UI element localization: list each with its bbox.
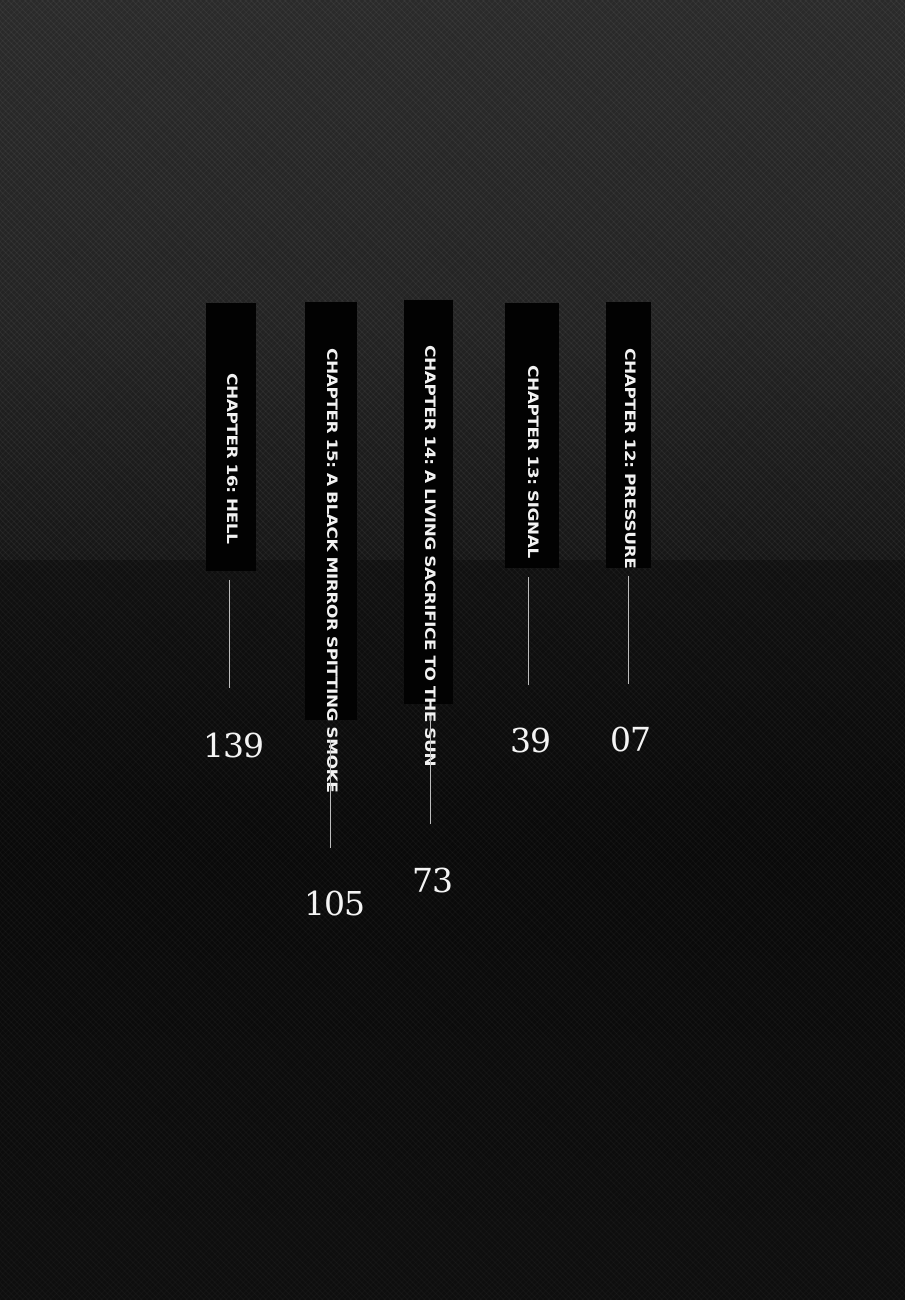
chapter-16-bar[interactable]: CHAPTER 16: HELL: [206, 303, 256, 571]
chapter-12-connector: [628, 576, 629, 684]
chapter-15-page: 105: [304, 884, 365, 923]
chapter-15-bar[interactable]: CHAPTER 15: A BLACK MIRROR SPITTING SMOK…: [305, 302, 357, 793]
chapter-14-page: 73: [412, 861, 453, 900]
chapter-12-title: CHAPTER 12: PRESSURE: [620, 348, 637, 569]
chapter-12-bar[interactable]: CHAPTER 12: PRESSURE: [606, 302, 651, 568]
chapter-16-connector: [229, 580, 230, 688]
chapter-16-title: CHAPTER 16: HELL: [222, 373, 240, 544]
chapter-13-connector: [528, 577, 529, 685]
chapter-13-title: CHAPTER 13: SIGNAL: [523, 365, 541, 558]
chapter-14-bar[interactable]: CHAPTER 14: A LIVING SACRIFICE TO THE SU…: [404, 300, 453, 767]
chapter-15-title: CHAPTER 15: A BLACK MIRROR SPITTING SMOK…: [322, 348, 340, 793]
chapter-12-page: 07: [610, 720, 651, 759]
chapter-15-connector: [330, 740, 331, 848]
chapter-13-page: 39: [510, 721, 551, 760]
chapter-14-connector: [430, 716, 431, 824]
chapter-16-page: 139: [203, 726, 264, 765]
chapter-13-bar[interactable]: CHAPTER 13: SIGNAL: [505, 303, 559, 568]
chapter-14-title: CHAPTER 14: A LIVING SACRIFICE TO THE SU…: [420, 345, 437, 767]
